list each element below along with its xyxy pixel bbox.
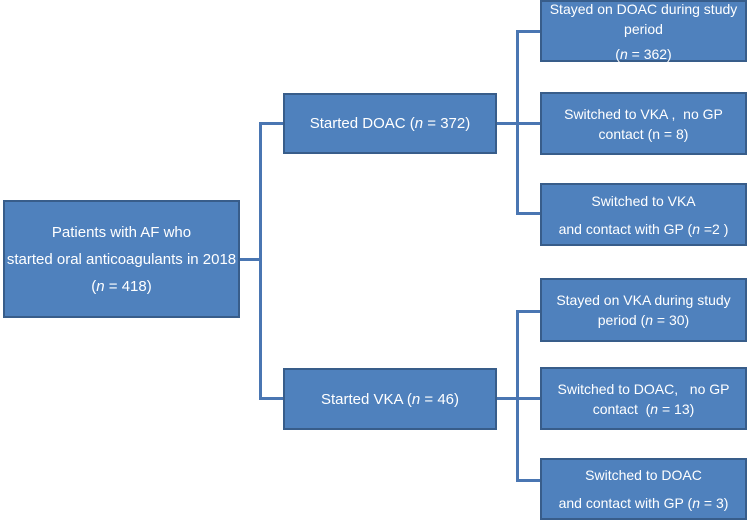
n-post: = 3) (699, 495, 729, 511)
flow-node-started-vka: Started VKA (n = 46) (283, 368, 497, 430)
connector-branch-stayed-doac (516, 30, 542, 33)
node-n-count: and contact with GP (n = 3) (559, 489, 729, 517)
n-pre: and contact with GP ( (558, 220, 693, 237)
node-n-count: contact (n = 13) (593, 399, 695, 419)
n-variable: n (650, 400, 659, 417)
connector-left-trunk (259, 122, 262, 400)
connector-doac-trunk (516, 30, 519, 215)
node-n-count: Started DOAC (n = 372) (310, 115, 471, 132)
n-variable: n (411, 390, 421, 408)
n-post: = 30) (653, 312, 690, 328)
node-text-line: contact (n = 8) (598, 125, 689, 142)
connector-branch-stayed-vka (516, 310, 542, 313)
connector-branch-switched-doac-gp (516, 479, 542, 482)
flow-node-switched-doac-gp: Switched to DOAC and contact with GP (n … (540, 458, 747, 520)
n-pre: ( (91, 277, 97, 295)
n-variable: n (96, 277, 105, 295)
n-post: = 418) (104, 277, 152, 295)
connector-root-stub (240, 258, 262, 261)
n-variable: n (619, 45, 628, 62)
n-post: = 46) (420, 390, 459, 408)
flow-node-switched-vka-no-gp: Switched to VKA , no GP contact (n = 8) (540, 92, 747, 155)
connector-branch-to-vka (259, 397, 285, 400)
node-n-count: (n = 418) (91, 273, 151, 300)
flow-node-patients-af: Patients with AF who started oral antico… (3, 200, 240, 318)
node-text-line: Patients with AF who (51, 223, 192, 241)
flow-node-started-doac: Started DOAC (n = 372) (283, 93, 497, 154)
n-pre: period ( (597, 312, 646, 328)
n-pre: Started VKA ( (320, 390, 412, 408)
connector-branch-switched-vka-gp (516, 212, 542, 215)
node-text-line: period (624, 20, 663, 37)
n-variable: n (692, 220, 700, 237)
n-variable: n (645, 312, 654, 328)
flow-node-stayed-doac: Stayed on DOAC during study period (n = … (540, 0, 747, 62)
n-pre: contact ( (592, 400, 651, 417)
node-text-line: started oral anticoagulants in 2018 (6, 250, 237, 268)
node-text-line: Switched to DOAC, no GP (557, 380, 730, 397)
n-post: = 372) (423, 115, 471, 132)
flow-node-stayed-vka: Stayed on VKA during study period (n = 3… (540, 278, 747, 342)
n-post: = 13) (658, 400, 695, 417)
n-pre: and contact with GP ( (558, 495, 693, 511)
n-post: = 362) (627, 45, 672, 62)
flow-node-switched-vka-gp: Switched to VKA and contact with GP (n =… (540, 183, 747, 246)
connector-vka-trunk (516, 310, 519, 482)
node-text-line: Stayed on VKA during study (556, 292, 731, 308)
n-pre: Started DOAC ( (309, 115, 415, 132)
node-text-line: Stayed on DOAC during study (549, 0, 738, 17)
node-n-count: and contact with GP (n =2 ) (559, 215, 729, 243)
node-n-count: period (n = 30) (598, 310, 689, 330)
node-text-line: Switched to VKA (591, 192, 696, 209)
flow-node-switched-doac-no-gp: Switched to DOAC, no GP contact (n = 13) (540, 367, 747, 430)
n-variable: n (692, 495, 700, 511)
node-n-count: Started VKA (n = 46) (321, 391, 459, 408)
node-text-line: Switched to VKA , no GP (564, 105, 723, 122)
node-n-count: (n = 362) (615, 44, 671, 64)
connector-branch-to-doac (259, 122, 285, 125)
n-variable: n (414, 115, 424, 132)
node-text-line: Switched to DOAC (585, 467, 702, 483)
n-post: =2 ) (699, 220, 729, 237)
n-pre: ( (615, 45, 620, 62)
